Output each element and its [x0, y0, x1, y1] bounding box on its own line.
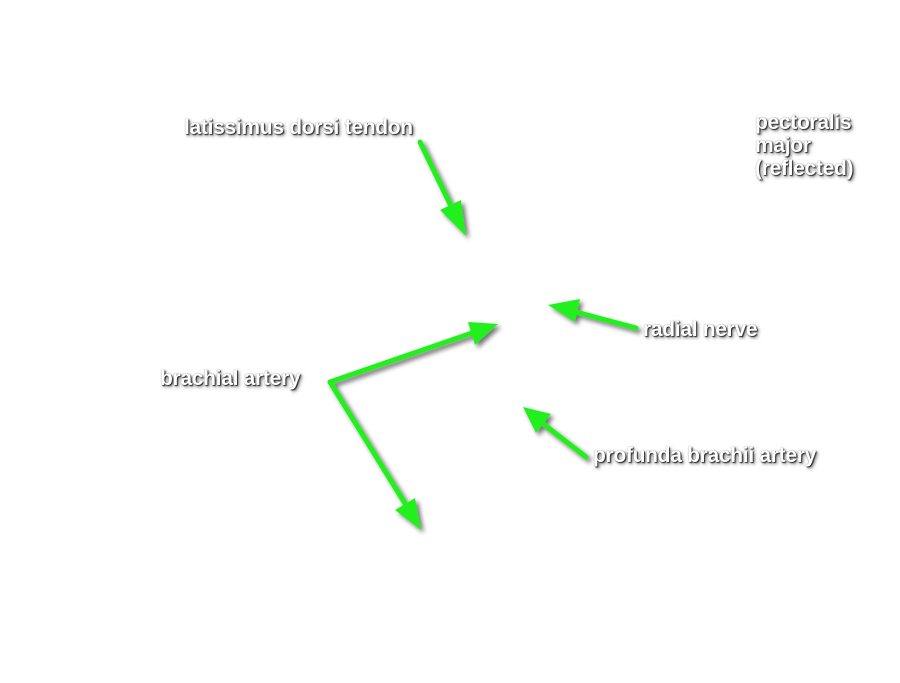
arrow-brachial-artery-upper [327, 322, 498, 385]
arrow-profunda-brachii-artery [523, 407, 589, 460]
label-pectoralis-line-3: (reflected) [755, 157, 854, 180]
label-brachial-artery: brachial artery [160, 367, 301, 390]
arrow-brachial-artery-lower [327, 379, 421, 530]
label-pectoralis-line-1: pectoralis [755, 111, 852, 134]
arrow-radial-nerve [548, 299, 639, 331]
label-profunda-brachii-artery: profunda brachii artery [593, 444, 816, 467]
label-pectoralis-line-2: major [755, 134, 811, 157]
label-pectoralis-major: pectoralis major (reflected) [755, 111, 854, 180]
label-latissimus-dorsi-tendon: latissimus dorsi tendon [184, 116, 413, 139]
label-radial-nerve: radial nerve [643, 318, 758, 341]
arrow-latissimus-dorsi-tendon [417, 139, 466, 236]
